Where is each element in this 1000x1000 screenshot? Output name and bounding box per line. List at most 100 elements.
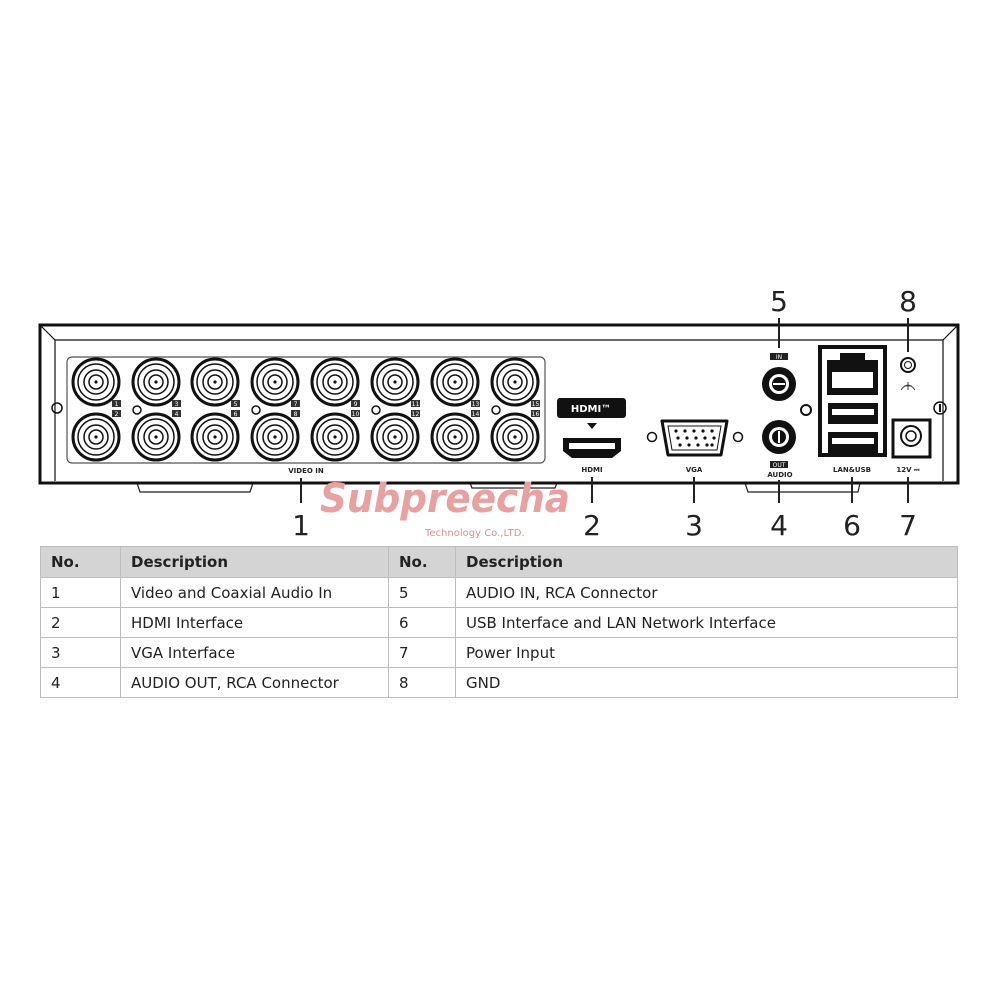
cell-description: VGA Interface — [120, 637, 389, 668]
bnc-connector — [370, 357, 420, 407]
cell-description: USB Interface and LAN Network Interface — [455, 607, 958, 638]
cell-description: HDMI Interface — [120, 607, 389, 638]
channel-number: 13 — [472, 401, 480, 408]
callout-4: 4 — [770, 509, 788, 540]
callout-lines — [300, 318, 909, 503]
cell-description: AUDIO OUT, RCA Connector — [120, 667, 389, 698]
header-no: No. — [388, 546, 456, 578]
channel-number: 12 — [412, 411, 420, 418]
callout-8: 8 — [899, 285, 917, 318]
channel-badge — [112, 410, 121, 417]
watermark-logo: Subpreecha Technology Co.,LTD. — [320, 476, 570, 539]
audio-in-rca — [762, 367, 796, 401]
cell-no: 7 — [388, 637, 456, 668]
cell-no: 4 — [40, 667, 121, 698]
lan-usb-ports — [818, 345, 887, 457]
cell-no: 1 — [40, 577, 121, 608]
channel-badge — [531, 400, 540, 407]
bnc-connector — [250, 412, 300, 462]
ground-icon — [900, 382, 916, 391]
header-description: Description — [120, 546, 389, 578]
cell-description: AUDIO IN, RCA Connector — [455, 577, 958, 608]
header-no: No. — [40, 546, 121, 578]
channel-number: 14 — [472, 411, 480, 418]
bnc-connector — [250, 357, 300, 407]
chassis — [38, 323, 960, 485]
channel-badge — [411, 400, 420, 407]
bnc-connector — [490, 412, 540, 462]
channel-number: 11 — [412, 401, 420, 408]
arrow-down-icon — [587, 423, 597, 429]
video-in-label: VIDEO IN — [288, 467, 324, 475]
callout-6: 6 — [843, 509, 861, 540]
audio-out-label: OUT — [773, 462, 786, 469]
channel-number: 16 — [532, 411, 540, 418]
bnc-connector — [190, 412, 240, 462]
hdmi-logo-box — [557, 398, 626, 418]
vga-label: VGA — [686, 466, 703, 474]
bnc-connector — [131, 357, 181, 407]
channel-badge — [351, 410, 360, 417]
screw-right — [933, 401, 947, 415]
bnc-connector — [490, 357, 540, 407]
table-header-row: No. Description No. Description — [40, 546, 958, 578]
bnc-connector — [71, 412, 121, 462]
callout-1: 1 — [292, 509, 310, 540]
channel-badge — [471, 400, 480, 407]
channel-number: 7 — [294, 401, 298, 408]
channel-badge — [112, 400, 121, 407]
led-hole — [491, 405, 501, 415]
channel-badge — [172, 410, 181, 417]
cell-description: Video and Coaxial Audio In — [120, 577, 389, 608]
channel-badge — [351, 400, 360, 407]
cell-description: Power Input — [455, 637, 958, 668]
bnc-connector — [131, 412, 181, 462]
channel-number: 9 — [354, 401, 358, 408]
audio-screw — [800, 404, 812, 416]
channel-badge — [291, 400, 300, 407]
channel-number: 1 — [115, 401, 119, 408]
led-hole — [251, 405, 261, 415]
audio-label: AUDIO — [767, 471, 792, 479]
channel-badge — [172, 400, 181, 407]
audio-out-rca — [762, 420, 796, 454]
hdmi-label: HDMI — [581, 466, 602, 474]
bnc-connector — [190, 357, 240, 407]
channel-badge — [471, 410, 480, 417]
cell-description: GND — [455, 667, 958, 698]
channel-badge — [231, 400, 240, 407]
channel-badge — [291, 410, 300, 417]
bnc-connector — [310, 412, 360, 462]
channel-number: 10 — [352, 411, 360, 418]
lan-usb-label: LAN&USB — [833, 466, 871, 474]
header-description: Description — [455, 546, 958, 578]
channel-badge — [531, 410, 540, 417]
cell-no: 2 — [40, 607, 121, 638]
cell-no: 8 — [388, 667, 456, 698]
led-hole — [132, 405, 142, 415]
gnd-terminal — [900, 357, 916, 373]
bnc-connector — [310, 357, 360, 407]
cell-no: 3 — [40, 637, 121, 668]
callout-5: 5 — [770, 285, 788, 318]
screw-left — [51, 402, 63, 414]
audio-in-label: IN — [776, 354, 782, 361]
channel-number: 15 — [532, 401, 540, 408]
watermark-name: Subpreecha — [320, 476, 570, 522]
cell-no: 5 — [388, 577, 456, 608]
led-hole — [371, 405, 381, 415]
cell-no: 6 — [388, 607, 456, 638]
channel-number: 8 — [294, 411, 298, 418]
hdmi-logo: HDMI™ — [571, 404, 611, 415]
vga-port — [646, 419, 744, 457]
bnc-connector — [370, 412, 420, 462]
callout-2: 2 — [583, 509, 601, 540]
power-input-jack — [891, 418, 932, 459]
channel-badge — [231, 410, 240, 417]
